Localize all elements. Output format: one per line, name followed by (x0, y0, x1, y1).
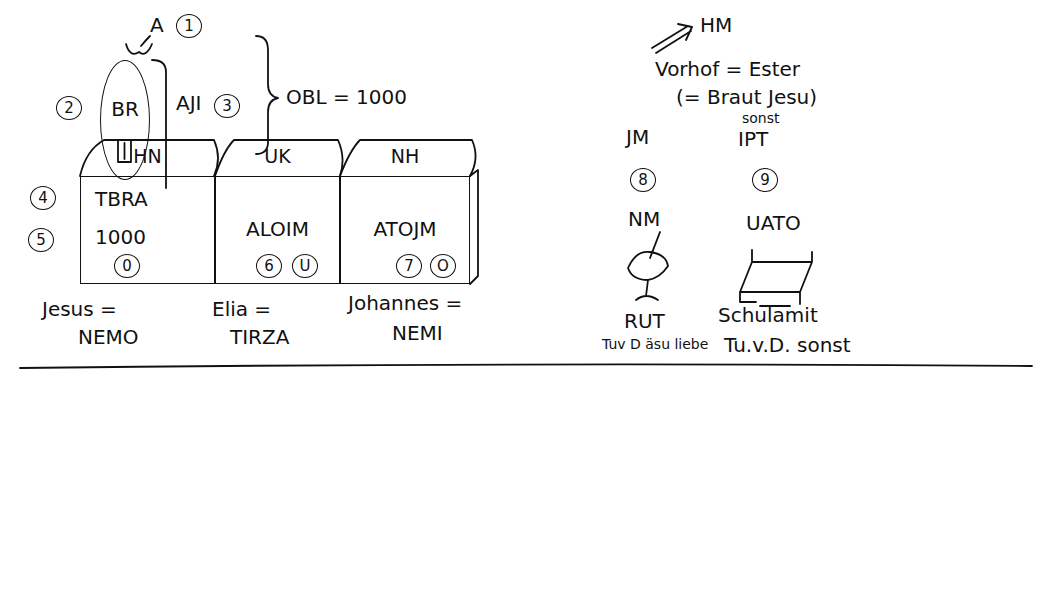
annotation-text: AJI (176, 92, 201, 115)
annotation-text: RUT (624, 310, 665, 333)
tablet-symbol (118, 140, 131, 162)
annotation-text: UATO (746, 212, 801, 235)
callout-number: 7 (396, 254, 422, 278)
base-line (20, 364, 1032, 368)
callout-number: 0 (114, 254, 140, 278)
annotation-text: HM (700, 14, 732, 37)
lid-shape (80, 140, 218, 176)
arrow-symbol (652, 24, 692, 53)
lid-label: HN (81, 145, 214, 167)
lamp-symbol (628, 232, 668, 300)
crown-symbol (126, 44, 152, 54)
annotation-text: Schulamit (718, 304, 818, 327)
callout-number: 1 (176, 14, 202, 38)
annotation-text: IPT (738, 128, 768, 151)
lid-shape (215, 140, 343, 176)
annotation-text: NEMI (392, 322, 443, 345)
chest-side (470, 170, 478, 284)
annotation-text: sonst (742, 110, 780, 126)
callout-number: 9 (752, 168, 778, 192)
lid-label: NH (341, 145, 469, 167)
chest-compartment: UKALOIM (215, 176, 340, 284)
node-text: TBRA (95, 187, 210, 211)
annotation-text: NEMO (78, 326, 139, 349)
annotation-text: Johannes = (348, 292, 462, 315)
callout-number: 4 (30, 186, 56, 210)
callout-number: U (292, 254, 318, 278)
annotation-text: Tuv D äsu liebe (602, 336, 708, 352)
node-text: 1000 (95, 225, 210, 249)
annotation-text: Elia = (212, 298, 271, 321)
annotation-text: A (150, 14, 164, 37)
annotation-text: NM (628, 208, 660, 231)
lid-label: UK (216, 145, 339, 167)
table-symbol (740, 250, 812, 306)
annotation-text: Vorhof = Ester (655, 58, 800, 81)
annotation-text: OBL = 1000 (286, 86, 407, 109)
callout-number: 8 (630, 168, 656, 192)
brace (256, 36, 278, 154)
leader-line (141, 36, 150, 46)
bracket (152, 60, 166, 188)
tablet-symbol (124, 143, 126, 159)
callout-number: 6 (256, 254, 282, 278)
annotation-text: Tu.v.D. sonst (724, 334, 851, 357)
node-text: ATOJM (345, 217, 465, 241)
lid-shape (340, 140, 476, 176)
callout-number: 3 (214, 94, 240, 118)
node-text: BR (105, 97, 145, 121)
annotation-text: JM (626, 126, 649, 149)
chest-compartment: HNTBRA1000 (80, 176, 215, 284)
callout-number: 2 (56, 96, 82, 120)
annotation-text: Jesus = (42, 298, 117, 321)
annotation-text: (= Braut Jesu) (676, 86, 817, 109)
node-text: ALOIM (220, 217, 335, 241)
annotation-text: TIRZA (230, 326, 289, 349)
callout-number: O (430, 254, 456, 278)
callout-number: 5 (28, 228, 54, 252)
